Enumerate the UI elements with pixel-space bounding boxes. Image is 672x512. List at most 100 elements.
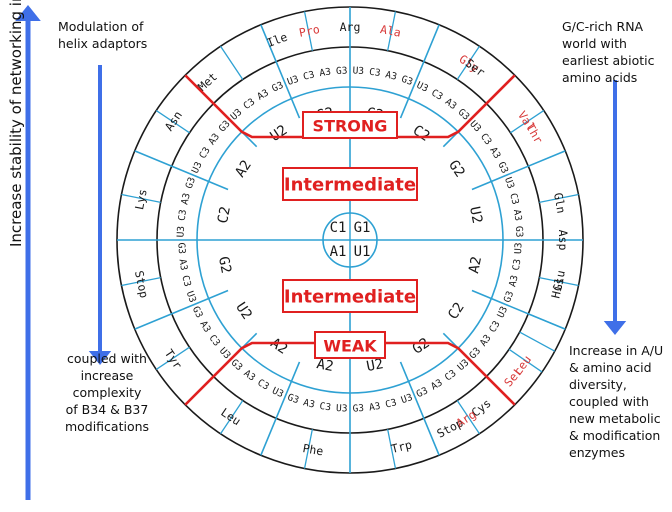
second-base-label: A2 bbox=[466, 255, 485, 275]
amino-acid-label: Ala bbox=[379, 22, 402, 40]
intermediate-box-top-text: Intermediate bbox=[284, 175, 416, 196]
note-line: amino acids bbox=[562, 70, 638, 85]
third-base-label: C3 bbox=[429, 87, 444, 102]
third-base-label: U3 bbox=[400, 392, 414, 406]
third-base-label: C3 bbox=[177, 209, 190, 222]
note-line: earliest abiotic bbox=[562, 53, 655, 68]
third-base-label: A3 bbox=[241, 368, 257, 384]
third-base-label: C3 bbox=[478, 131, 494, 147]
intermediate-box-bottom-text: Intermediate bbox=[284, 287, 416, 308]
second-base-label: U2 bbox=[365, 356, 385, 375]
note-line: modifications bbox=[64, 419, 150, 434]
second-base-label: U2 bbox=[466, 205, 485, 225]
third-base-label: U3 bbox=[190, 160, 205, 175]
third-base-label: C3 bbox=[319, 401, 332, 414]
third-base-label: U3 bbox=[270, 385, 285, 400]
second-base-label: U2 bbox=[232, 300, 255, 323]
intermediate-box-bottom-frame bbox=[282, 279, 418, 313]
third-base-label: A3 bbox=[384, 69, 398, 82]
intermediate-box-top: Intermediate bbox=[282, 167, 418, 201]
sector-divider bbox=[399, 24, 440, 119]
third-base-label: A3 bbox=[206, 131, 222, 147]
amino-acid-label: Trp bbox=[390, 437, 414, 456]
third-base-label: U3 bbox=[175, 226, 187, 238]
third-base-label: C3 bbox=[197, 145, 212, 160]
note-line: world with bbox=[562, 36, 627, 51]
third-base-label: U3 bbox=[495, 305, 510, 320]
second-base-label: A2 bbox=[315, 356, 335, 375]
amino-acid-label: Pro bbox=[298, 22, 321, 40]
sector-divider bbox=[399, 361, 440, 456]
second-base-label: G2 bbox=[410, 335, 433, 358]
right-down-arrow-head bbox=[603, 321, 627, 335]
third-base-label: C3 bbox=[368, 67, 381, 80]
third-base-label: U3 bbox=[415, 80, 430, 95]
amino-acid-label: Gln bbox=[551, 192, 568, 215]
amino-divider bbox=[220, 45, 244, 80]
third-base-label: C3 bbox=[511, 258, 524, 271]
amino-acid-label: Leu bbox=[218, 405, 243, 428]
center-base-g1: G1 bbox=[354, 220, 371, 236]
note-line: enzymes bbox=[569, 445, 625, 460]
amino-divider bbox=[456, 400, 480, 435]
amino-divider bbox=[508, 348, 543, 373]
third-base-label: U3 bbox=[286, 74, 300, 88]
note-top-left: Modulation of helix adaptors bbox=[58, 18, 147, 52]
note-bottom-right: Increase in A/U & amino acid diversity, … bbox=[569, 342, 663, 461]
third-base-label: A3 bbox=[179, 192, 192, 206]
third-base-label: A3 bbox=[443, 96, 459, 112]
strong-box: STRONG bbox=[302, 111, 398, 139]
third-base-label: U3 bbox=[184, 290, 198, 304]
amino-acid-label: His bbox=[548, 276, 566, 299]
weak-box: WEAK bbox=[314, 331, 386, 359]
note-bottom-left: coupled with increase complexity of B34 … bbox=[62, 350, 152, 435]
third-base-label: A3 bbox=[197, 319, 212, 334]
amino-acid-label: Ile bbox=[265, 30, 289, 50]
third-base-label: C3 bbox=[507, 192, 520, 206]
second-base-label: C2 bbox=[410, 122, 433, 145]
third-base-label: A3 bbox=[478, 333, 494, 349]
left-down-arrow bbox=[88, 65, 112, 365]
second-base-label: C2 bbox=[215, 205, 234, 225]
third-base-label: G3 bbox=[502, 290, 516, 304]
amino-divider bbox=[155, 110, 190, 134]
amino-acid-label: Glu bbox=[550, 269, 568, 292]
amino-divider bbox=[303, 11, 313, 51]
amino-acid-label: Tyr bbox=[162, 347, 185, 372]
amino-acid-label: Lys bbox=[132, 188, 150, 211]
amino-divider bbox=[528, 313, 566, 330]
second-base-label: C2 bbox=[445, 300, 468, 323]
amino-divider bbox=[387, 11, 397, 51]
second-base-label: G2 bbox=[445, 157, 468, 180]
third-base-label: A3 bbox=[511, 209, 524, 222]
note-line: diversity, bbox=[569, 377, 627, 392]
sector-divider bbox=[260, 24, 301, 119]
amino-acid-label: Phe bbox=[302, 441, 325, 458]
amino-divider bbox=[539, 277, 579, 287]
third-base-label: C3 bbox=[241, 96, 257, 112]
note-line: Modulation of bbox=[58, 19, 144, 34]
second-base-label: A2 bbox=[232, 157, 255, 180]
third-base-label: C3 bbox=[487, 319, 502, 334]
note-line: complexity bbox=[72, 385, 142, 400]
third-base-label: G3 bbox=[190, 305, 205, 320]
third-base-label: A3 bbox=[319, 67, 332, 80]
third-base-label: G3 bbox=[400, 74, 414, 88]
amino-divider bbox=[303, 429, 313, 469]
third-base-label: C3 bbox=[384, 397, 398, 410]
left-main-arrow bbox=[15, 5, 41, 500]
sector-divider bbox=[260, 361, 301, 456]
amino-divider bbox=[155, 346, 190, 370]
weak-box-text: WEAK bbox=[323, 337, 377, 356]
third-base-label: U3 bbox=[336, 403, 348, 415]
strong-box-frame bbox=[302, 111, 398, 139]
note-line: & amino acid bbox=[569, 360, 652, 375]
third-base-label: A3 bbox=[368, 401, 381, 414]
sector-divider bbox=[134, 150, 229, 191]
stability-axis-label: Increase stability of networking interac… bbox=[7, 0, 25, 247]
note-line: coupled with bbox=[569, 394, 649, 409]
third-base-label: G3 bbox=[352, 403, 364, 415]
third-base-label: A3 bbox=[255, 87, 270, 102]
amino-acid-label: Asn bbox=[162, 108, 185, 133]
